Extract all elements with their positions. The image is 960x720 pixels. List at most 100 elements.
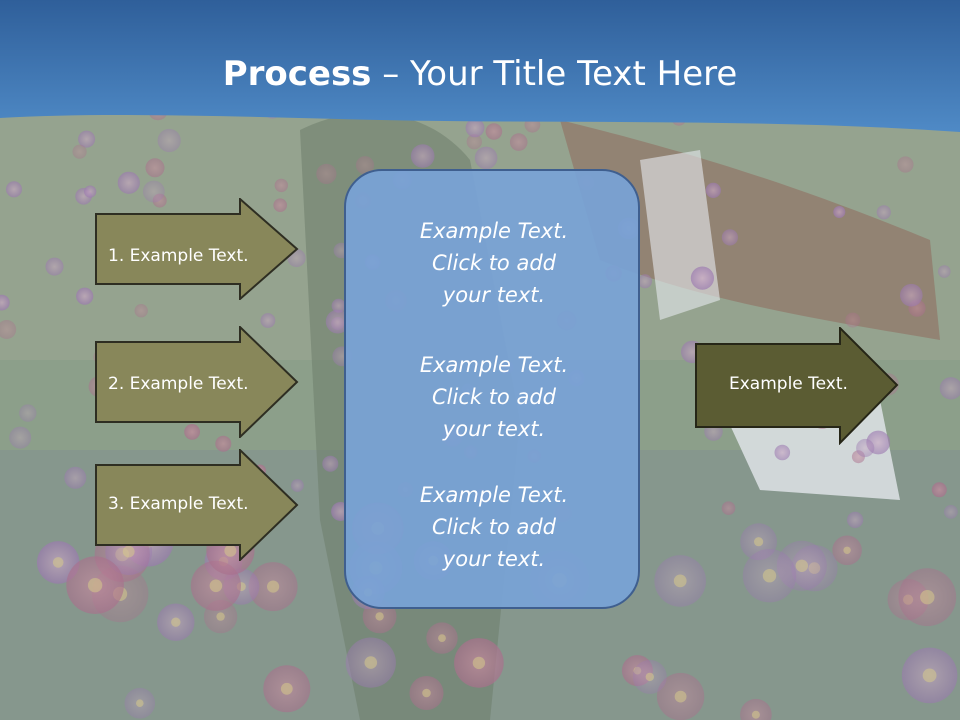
flower bbox=[900, 283, 923, 307]
center-text-box[interactable]: Example Text. Click to add your text. Ex… bbox=[344, 169, 640, 609]
flower bbox=[740, 698, 772, 720]
flower bbox=[509, 133, 528, 151]
flower-center bbox=[751, 710, 760, 719]
left-arrow-label: 2. Example Text. bbox=[108, 374, 249, 394]
flower-center bbox=[472, 656, 486, 670]
text-line: Example Text. bbox=[419, 353, 569, 377]
flower-center bbox=[754, 537, 764, 547]
flower bbox=[833, 206, 846, 218]
text-paragraph-2: Example Text. Click to add your text. bbox=[346, 349, 642, 445]
flower-center bbox=[375, 612, 384, 621]
flower bbox=[117, 171, 140, 194]
flower bbox=[774, 444, 791, 461]
flower-center bbox=[674, 690, 687, 703]
flower bbox=[325, 309, 350, 334]
left-arrow-label: 1. Example Text. bbox=[108, 246, 249, 266]
flower bbox=[19, 404, 37, 422]
flower-center bbox=[267, 580, 280, 593]
title-bold: Process bbox=[222, 54, 372, 94]
flower-center bbox=[422, 688, 431, 698]
flower-center bbox=[920, 590, 935, 605]
flower bbox=[45, 257, 64, 276]
flower-center bbox=[438, 634, 446, 642]
flower bbox=[134, 304, 148, 318]
text-line: your text. bbox=[442, 417, 546, 441]
flower-center bbox=[122, 545, 135, 558]
flower-center bbox=[795, 559, 808, 572]
flower-center bbox=[364, 656, 378, 669]
right-arrow-label: Example Text. bbox=[729, 374, 848, 394]
text-paragraph-3: Example Text. Click to add your text. bbox=[346, 479, 642, 575]
flower-center bbox=[171, 617, 181, 627]
flower bbox=[845, 312, 861, 328]
flower bbox=[897, 156, 914, 173]
flower bbox=[6, 181, 22, 198]
flower-center bbox=[673, 574, 687, 588]
text-line: Example Text. bbox=[419, 219, 569, 243]
flower-center bbox=[922, 668, 937, 683]
flower bbox=[0, 320, 17, 339]
flower bbox=[638, 274, 652, 289]
flower-center bbox=[224, 544, 237, 557]
left-arrow-label: 3. Example Text. bbox=[108, 494, 249, 514]
flower bbox=[944, 505, 958, 519]
flower bbox=[465, 118, 485, 138]
flower-center bbox=[52, 557, 64, 568]
flower-center bbox=[216, 612, 225, 621]
flower bbox=[876, 205, 891, 220]
flower bbox=[690, 266, 715, 290]
flower bbox=[78, 130, 96, 148]
slide-title: Process – Your Title Text Here bbox=[0, 52, 960, 96]
flower bbox=[705, 182, 721, 198]
flower bbox=[721, 229, 739, 246]
flower bbox=[273, 198, 288, 212]
arrow-right-shape bbox=[95, 198, 299, 300]
flower bbox=[474, 146, 498, 170]
text-line: Click to add bbox=[431, 385, 556, 409]
flower bbox=[331, 298, 346, 313]
flower bbox=[76, 287, 94, 305]
flower bbox=[274, 178, 288, 193]
flower bbox=[64, 466, 87, 489]
flower bbox=[9, 426, 32, 449]
left-arrow-1[interactable]: 1. Example Text. bbox=[95, 198, 300, 300]
flower-center bbox=[280, 682, 293, 695]
arrow-right-shape bbox=[695, 327, 899, 445]
arrow-right-shape bbox=[95, 449, 299, 561]
flower bbox=[215, 435, 232, 452]
text-line: your text. bbox=[442, 547, 546, 571]
flower bbox=[322, 455, 339, 472]
arrow-right-shape bbox=[95, 326, 299, 438]
flower-center bbox=[209, 579, 223, 593]
flower bbox=[260, 313, 276, 328]
left-arrow-2[interactable]: 2. Example Text. bbox=[95, 326, 300, 438]
flower bbox=[466, 134, 482, 150]
flower bbox=[184, 424, 201, 440]
flower bbox=[84, 185, 97, 198]
flower bbox=[157, 128, 181, 153]
right-arrow[interactable]: Example Text. bbox=[695, 327, 900, 445]
flower bbox=[316, 163, 337, 184]
left-arrow-3[interactable]: 3. Example Text. bbox=[95, 449, 300, 561]
flower bbox=[939, 377, 960, 400]
flower bbox=[856, 438, 875, 458]
flower-center bbox=[843, 546, 851, 554]
flower-center bbox=[645, 672, 654, 682]
title-rest: – Your Title Text Here bbox=[371, 54, 738, 94]
flower bbox=[721, 501, 736, 515]
flower bbox=[410, 144, 435, 168]
text-line: Click to add bbox=[431, 515, 556, 539]
flower bbox=[485, 123, 503, 140]
flower-center bbox=[87, 578, 103, 593]
text-line: Click to add bbox=[431, 251, 556, 275]
text-paragraph-1: Example Text. Click to add your text. bbox=[346, 215, 642, 311]
flower bbox=[145, 158, 165, 178]
text-line: Example Text. bbox=[419, 483, 569, 507]
flower bbox=[938, 265, 951, 278]
flower bbox=[72, 144, 87, 159]
flower-center bbox=[136, 699, 144, 707]
flower bbox=[847, 511, 864, 528]
flower-center bbox=[762, 569, 777, 583]
flower bbox=[931, 482, 947, 498]
